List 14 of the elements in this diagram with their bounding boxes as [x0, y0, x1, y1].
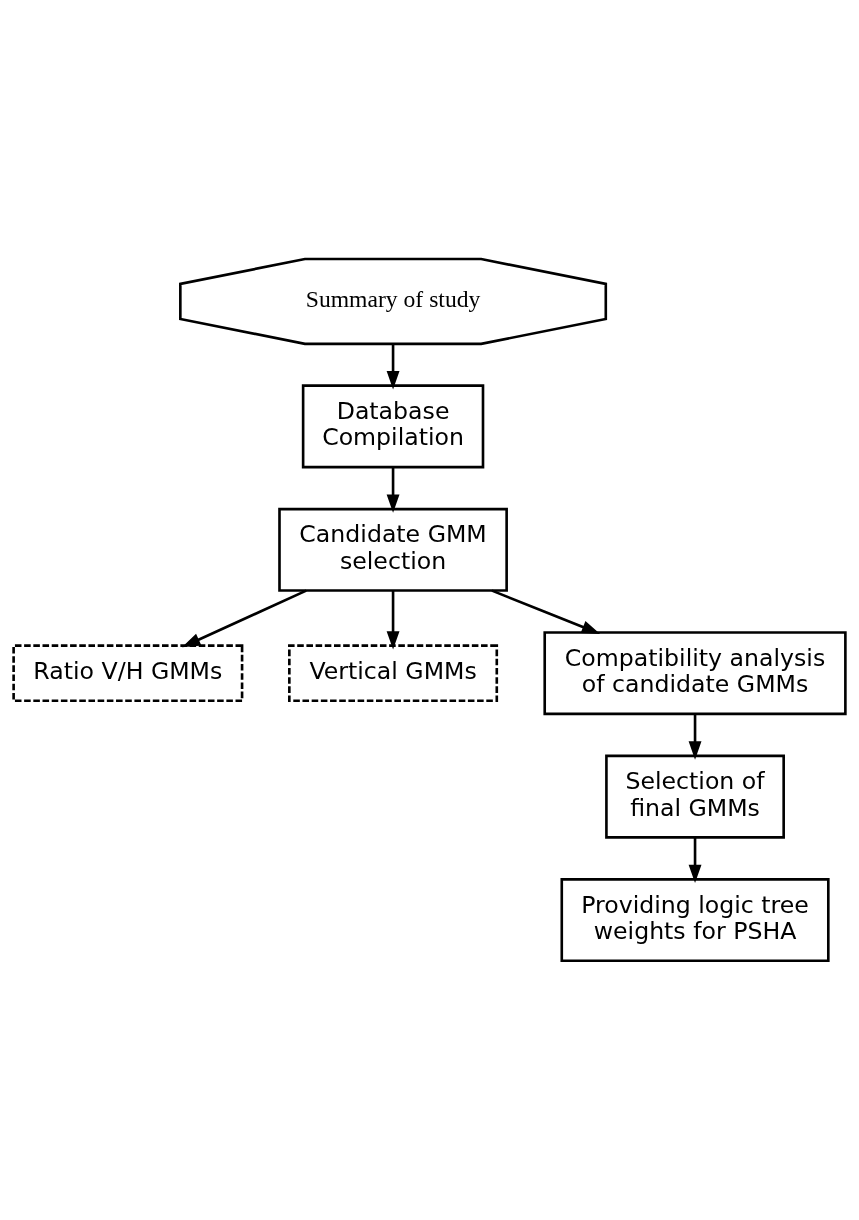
node-box: Selection of final GMMs — [605, 754, 785, 839]
node-box: Ratio V/H GMMs — [12, 644, 244, 703]
arrow — [181, 589, 307, 648]
arrow — [688, 714, 702, 760]
arrow — [491, 589, 601, 634]
arrow — [386, 467, 400, 513]
node-box: Compatibility analysis of candidate GMMs — [543, 631, 847, 716]
arrow — [688, 837, 702, 884]
node-box: Candidate GMM selection — [278, 507, 508, 592]
node-box: Providing logic tree weights for PSHA — [560, 878, 830, 963]
node-box: Vertical GMMs — [288, 644, 499, 703]
node-box: Database Compilation — [301, 384, 485, 469]
arrow — [386, 343, 400, 390]
arrow — [386, 590, 400, 650]
